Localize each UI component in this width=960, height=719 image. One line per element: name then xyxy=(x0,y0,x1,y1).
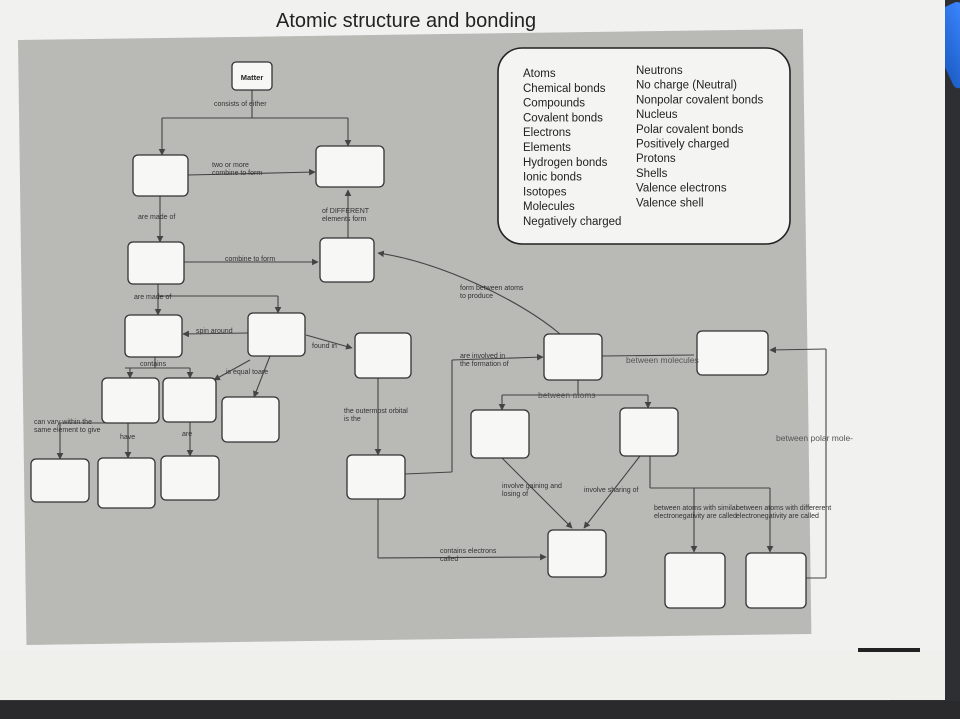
word-bank-item: Nonpolar covalent bonds xyxy=(636,94,763,106)
answer-boxes xyxy=(30,145,807,609)
label-have: have xyxy=(120,434,135,441)
word-bank-item: Protons xyxy=(636,153,676,165)
word-bank-item: Valence electrons xyxy=(636,183,727,195)
label-involve-sharing: involve sharing of xyxy=(584,487,639,494)
word-bank-item: Negatively charged xyxy=(523,216,621,228)
desk-edge xyxy=(0,701,960,719)
answer-box-covalent-bonds[interactable] xyxy=(619,407,679,457)
answer-box-polar-covalent[interactable] xyxy=(745,552,807,609)
word-bank-item: No charge (Neutral) xyxy=(636,80,737,92)
answer-box-compounds[interactable] xyxy=(315,145,385,188)
label-between-molecules: between molecules xyxy=(626,355,699,365)
answer-box-chemical-bonds[interactable] xyxy=(543,333,603,381)
word-bank-item: Atoms xyxy=(523,68,556,80)
answer-box-nonpolar-covalent[interactable] xyxy=(664,552,726,609)
word-bank-item: Covalent bonds xyxy=(523,112,603,124)
answer-box-positively-charged[interactable] xyxy=(160,455,220,501)
word-bank-item: Neutrons xyxy=(636,65,683,77)
word-bank-box xyxy=(497,47,791,245)
word-bank-item: Isotopes xyxy=(523,186,567,198)
paper-bottom-margin xyxy=(0,650,945,700)
answer-box-elements[interactable] xyxy=(132,154,189,197)
word-bank-item: Chemical bonds xyxy=(523,83,606,95)
word-bank-item: Nucleus xyxy=(636,109,678,121)
answer-box-negatively-charged[interactable] xyxy=(221,396,280,443)
word-bank-item: Shells xyxy=(636,168,668,180)
word-bank-item: Hydrogen bonds xyxy=(523,157,608,169)
ink-mark xyxy=(858,648,920,652)
word-bank-item: Molecules xyxy=(523,201,575,213)
label-are-1: are xyxy=(258,369,268,376)
answer-box-no-charge[interactable] xyxy=(97,457,156,509)
answer-box-nucleus[interactable] xyxy=(124,314,183,358)
label-combine-to-form: combine to form xyxy=(225,256,275,263)
label-are-made-of-2: are made of xyxy=(134,294,171,301)
answer-box-molecules[interactable] xyxy=(319,237,375,283)
word-bank-item: Ionic bonds xyxy=(523,172,582,184)
label-spin-around: spin around xyxy=(196,328,233,335)
word-bank-item: Polar covalent bonds xyxy=(636,124,744,136)
answer-box-valence-shell[interactable] xyxy=(346,454,406,500)
answer-box-protons[interactable] xyxy=(162,377,217,423)
answer-box-isotopes[interactable] xyxy=(30,458,90,503)
label-are-made-of-1: are made of xyxy=(138,214,175,221)
label-found-in: found in xyxy=(312,343,337,350)
matter-box xyxy=(231,61,273,91)
word-bank-item: Positively charged xyxy=(636,139,729,151)
label-are-2: are xyxy=(182,431,192,438)
answer-box-hydrogen-bonds[interactable] xyxy=(696,330,769,376)
connector-lines xyxy=(56,90,827,579)
answer-box-ionic-bonds[interactable] xyxy=(470,409,530,459)
word-bank-item: Valence shell xyxy=(636,197,704,209)
matter-label: Matter xyxy=(241,73,264,82)
answer-box-valence-electrons[interactable] xyxy=(547,529,607,578)
answer-box-electrons[interactable] xyxy=(247,312,306,357)
answer-box-atoms[interactable] xyxy=(127,241,185,285)
label-consists-of-either: consists of either xyxy=(214,101,267,108)
word-bank-right-column: Neutrons No charge (Neutral) Nonpolar cova… xyxy=(636,65,763,209)
answer-box-neutrons[interactable] xyxy=(101,377,160,424)
word-bank-item: Elements xyxy=(523,142,571,154)
answer-box-shells[interactable] xyxy=(354,332,412,379)
word-bank-item: Compounds xyxy=(523,98,585,110)
label-is-equal-to: is equal to xyxy=(226,369,258,376)
label-between-atoms: between atoms xyxy=(538,390,596,400)
label-contains: contains xyxy=(140,361,167,368)
label-between-polar-molecules: between polar mole- xyxy=(776,433,853,443)
word-bank-item: Electrons xyxy=(523,127,571,139)
page-title: Atomic structure and bonding xyxy=(276,10,537,32)
